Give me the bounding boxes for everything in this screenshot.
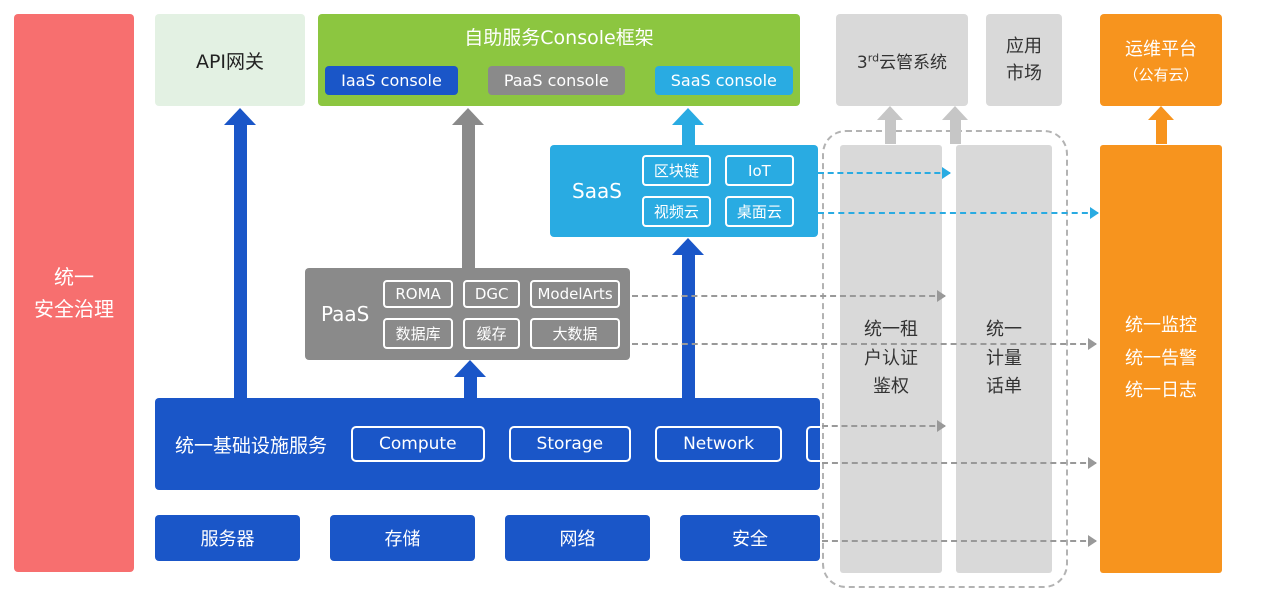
app-market-box: 应用 市场 [986, 14, 1062, 106]
third-party-cloud-box: 3rd云管系统 [836, 14, 968, 106]
arrow-metering-to-third-party [942, 106, 968, 144]
dash-paas-to-monitor [632, 338, 1097, 350]
hardware-security-box: 安全 [680, 515, 820, 561]
dash-saas-to-auth [818, 167, 951, 179]
om-platform-box: 运维平台 （公有云） [1100, 14, 1222, 106]
arrow-saas-to-console [672, 108, 704, 145]
saas-item-video-cloud: 视频云 [641, 196, 711, 227]
paas-item-roma: ROMA [383, 279, 453, 308]
hardware-server-box: 服务器 [155, 515, 300, 561]
arrow-auth-to-third-party [877, 106, 903, 144]
arrow-iaas-to-saas [672, 238, 704, 398]
iaas-item-storage: Storage [508, 426, 632, 462]
dash-hardware-to-monitor [822, 535, 1097, 547]
tenant-auth-bar: 统一租 户认证 鉴权 [840, 145, 942, 573]
console-chip-row: IaaS console PaaS console SaaS console [318, 66, 800, 95]
iaas-item-compute: Compute [351, 426, 485, 462]
console-frame-box: 自助服务Console框架 IaaS console PaaS console … [318, 14, 800, 106]
iaas-box: 统一基础设施服务 Compute Storage Network CCE [155, 398, 897, 490]
monitor-alarm-log-bar: 统一监控 统一告警 统一日志 [1100, 145, 1222, 573]
hardware-storage-box: 存储 [330, 515, 475, 561]
saas-label: SaaS [572, 179, 622, 203]
paas-item-dgc: DGC [462, 279, 521, 308]
paas-item-modelarts: ModelArts [530, 279, 620, 308]
saas-item-desktop-cloud: 桌面云 [724, 196, 794, 227]
paas-console-chip: PaaS console [487, 66, 625, 95]
dash-saas-to-monitor [818, 207, 1099, 219]
iaas-item-network: Network [655, 426, 783, 462]
arrow-paas-to-console [452, 108, 484, 268]
om-platform-label: 运维平台 （公有云） [1123, 39, 1199, 84]
paas-item-cache: 缓存 [462, 317, 521, 349]
dash-paas-to-metering [632, 290, 946, 302]
paas-item-database: 数据库 [383, 317, 453, 349]
api-gateway-box: API网关 [155, 14, 305, 106]
arrow-monitor-to-om-platform [1148, 106, 1174, 144]
paas-chip-grid: ROMA DGC ModelArts 数据库 缓存 大数据 [383, 279, 620, 349]
saas-box: SaaS 区块链 IoT 视频云 桌面云 [550, 145, 818, 237]
arrow-iaas-to-api-gateway [224, 108, 256, 398]
paas-box: PaaS ROMA DGC ModelArts 数据库 缓存 大数据 [305, 268, 630, 360]
iaas-console-chip: IaaS console [325, 66, 458, 95]
saas-item-iot: IoT [724, 155, 794, 186]
dash-iaas-to-monitor [822, 457, 1097, 469]
saas-item-blockchain: 区块链 [641, 155, 711, 186]
dash-iaas-to-metering [822, 420, 946, 432]
saas-console-chip: SaaS console [654, 66, 793, 95]
saas-chip-grid: 区块链 IoT 视频云 桌面云 [641, 155, 794, 227]
console-frame-title: 自助服务Console框架 [464, 27, 654, 49]
metering-bar: 统一 计量 话单 [956, 145, 1052, 573]
common-services-dashed-container [822, 130, 1068, 588]
paas-item-bigdata: 大数据 [530, 317, 620, 349]
paas-label: PaaS [321, 302, 370, 326]
arrow-iaas-to-paas [454, 360, 486, 398]
unified-security-bar: 统一 安全治理 [14, 14, 134, 572]
hardware-network-box: 网络 [505, 515, 650, 561]
iaas-label: 统一基础设施服务 [175, 434, 328, 457]
third-party-cloud-label: 3rd云管系统 [856, 50, 948, 73]
